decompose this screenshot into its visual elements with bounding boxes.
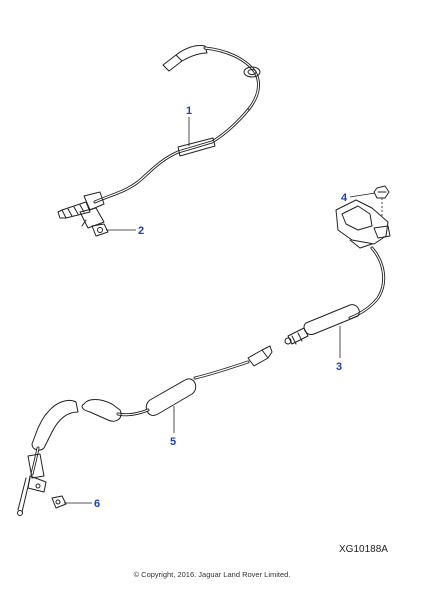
lower-clip-fastener [51,495,67,509]
leader-4 [349,192,376,198]
handle-cable-assembly [284,199,391,345]
cable-assembly-lower [17,345,273,516]
copyright-notice: © Copyright, 2016. Jaguar Land Rover Lim… [133,570,291,579]
callout-3: 3 [336,361,342,373]
callout-4: 4 [341,192,348,204]
cable-assembly-upper [57,45,261,229]
callout-6: 6 [94,498,100,510]
callout-2: 2 [138,225,144,237]
callout-5: 5 [170,436,176,448]
nut-fastener [373,185,390,218]
clip-fastener [91,223,109,237]
callout-1: 1 [186,105,192,117]
diagram-reference-code: XG10188A [339,544,388,555]
